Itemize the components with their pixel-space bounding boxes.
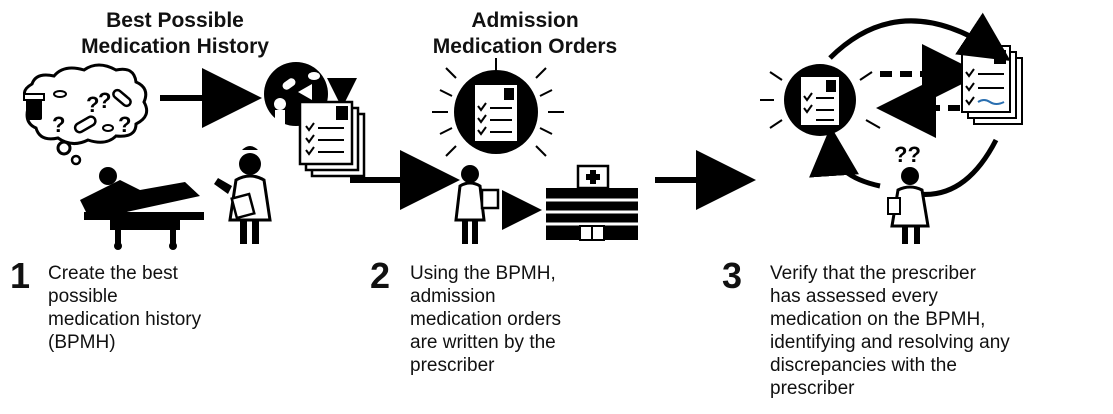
step-3-text: Verify that the prescriber has assessed … xyxy=(770,263,1010,399)
orders-sheet-icon xyxy=(432,58,564,157)
prescriber-icon xyxy=(454,165,542,244)
patient-bed-icon xyxy=(80,167,204,250)
reconciliation-cycle-icon: ?? xyxy=(760,12,1023,244)
svg-text:??: ?? xyxy=(894,142,921,167)
step-1-text: Create the best possible medication hist… xyxy=(48,263,202,353)
step-1-number: 1 xyxy=(10,255,31,296)
hospital-icon xyxy=(546,164,638,241)
svg-text:?: ? xyxy=(98,88,111,113)
svg-text:?: ? xyxy=(52,112,65,137)
svg-text:?: ? xyxy=(86,92,99,117)
svg-text:?: ? xyxy=(118,112,131,137)
thought-bubble-icon: ? ? ? ? xyxy=(23,63,149,166)
step-2-title: Admission Medication Orders xyxy=(432,9,618,58)
clinician-icon xyxy=(214,146,272,244)
step-2-text: Using the BPMH, admission medication ord… xyxy=(410,263,562,376)
step-3-number: 3 xyxy=(722,255,743,296)
step-2-number: 2 xyxy=(370,255,391,296)
step-1-title: Best Possible Medication History xyxy=(81,9,269,58)
documents-icon xyxy=(298,100,366,178)
